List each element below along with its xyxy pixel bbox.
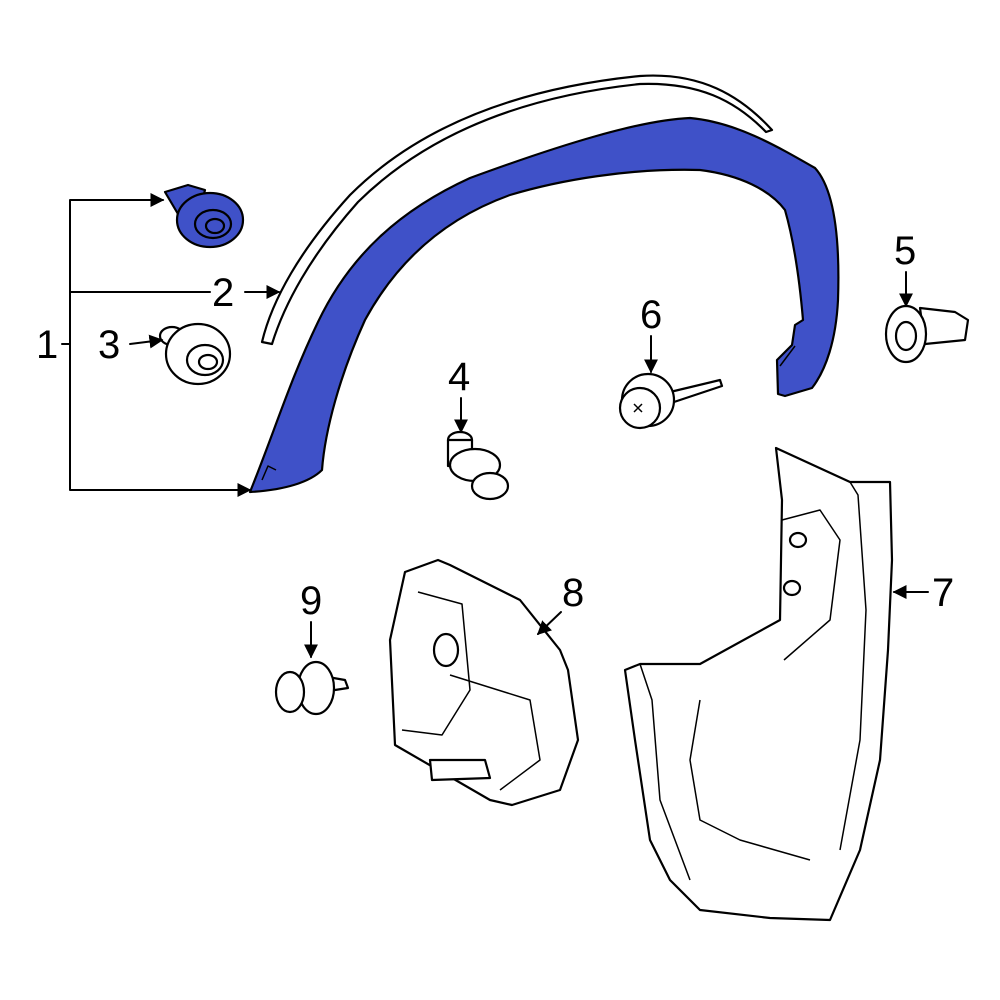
callout-1: 1 (36, 323, 58, 367)
part-wheel-opening-flare[interactable] (248, 116, 840, 494)
callout-2: 2 (212, 271, 234, 315)
callout-8: 8 (562, 571, 584, 615)
part-pin[interactable] (274, 660, 350, 716)
callout-7: 7 (932, 571, 954, 615)
part-clip-nut[interactable] (884, 304, 970, 364)
part-flare-clip[interactable] (163, 183, 245, 249)
part-push-pin[interactable] (446, 430, 510, 501)
part-retainer-clip[interactable] (158, 322, 232, 386)
leader-lines (61, 193, 929, 659)
part-screw[interactable] (618, 372, 724, 430)
callout-4: 4 (448, 355, 470, 399)
callout-3: 3 (98, 323, 120, 367)
callout-5: 5 (894, 229, 916, 273)
part-bracket[interactable] (388, 558, 580, 807)
part-mud-flap[interactable] (623, 446, 894, 922)
part-molding-strip[interactable] (260, 74, 774, 346)
callout-9: 9 (300, 579, 322, 623)
callout-6: 6 (640, 293, 662, 337)
